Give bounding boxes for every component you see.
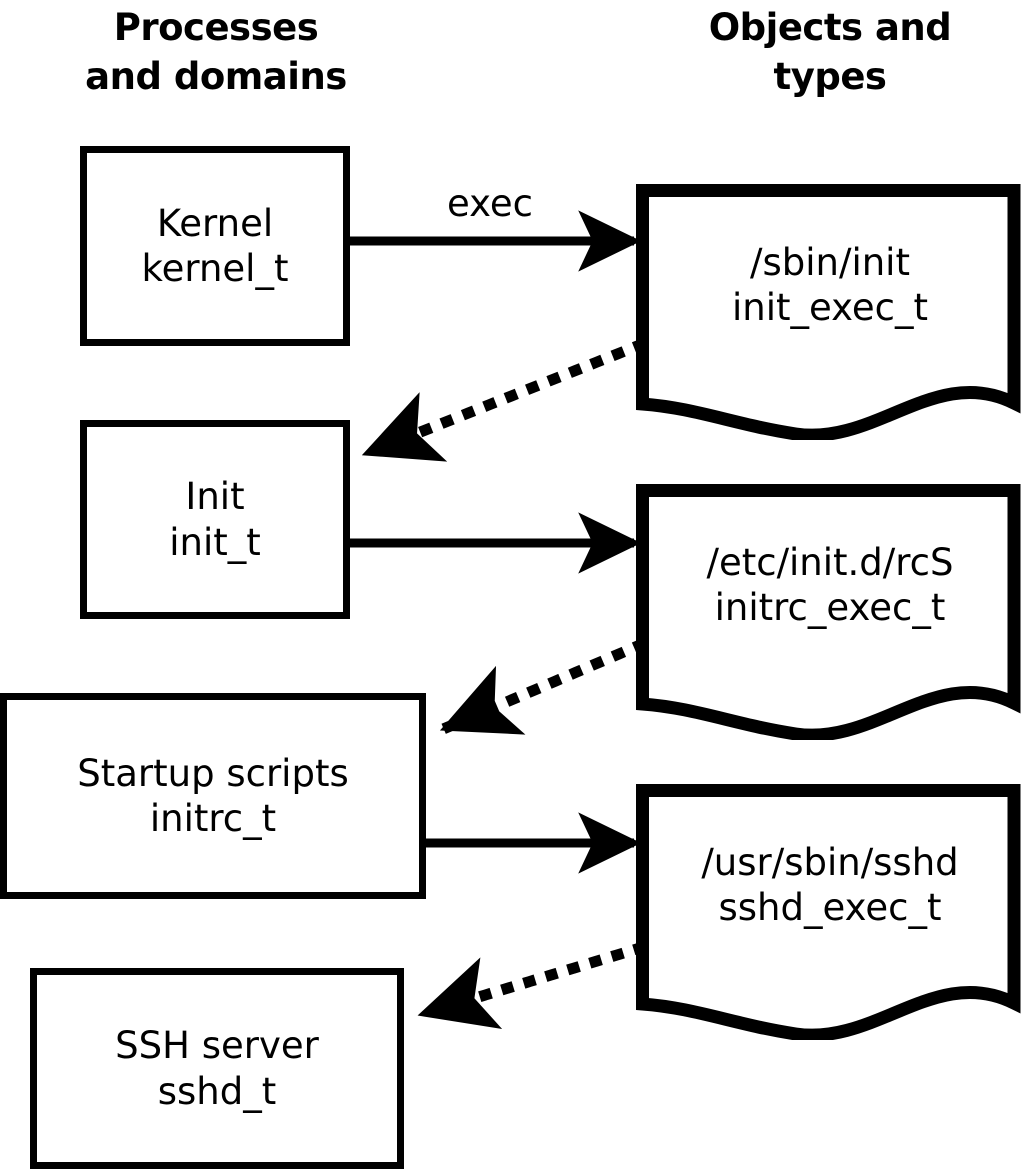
edge-label-exec: exec xyxy=(447,182,533,225)
process-box-startup-scripts-type: initrc_t xyxy=(149,797,277,840)
edge-initexec-to-init xyxy=(361,337,648,462)
process-box-ssh-server[interactable]: SSH server sshd_t xyxy=(30,968,404,1169)
document-shape-icon xyxy=(636,184,1021,440)
object-doc-initrc-exec[interactable]: /etc/init.d/rcS initrc_exec_t xyxy=(636,484,1024,740)
object-doc-init-exec[interactable]: /sbin/init init_exec_t xyxy=(636,184,1024,440)
column-header-objects: Objects and types xyxy=(708,6,952,98)
document-shape-icon xyxy=(636,784,1021,1040)
process-box-kernel-type: kernel_t xyxy=(141,247,289,290)
process-box-init-name: Init xyxy=(185,475,245,519)
edge-initrcexec-to-initrc xyxy=(439,637,648,735)
edge-sshdexec-to-sshd xyxy=(417,941,647,1029)
process-box-kernel[interactable]: Kernel kernel_t xyxy=(80,146,350,346)
process-box-startup-scripts-name: Startup scripts xyxy=(77,751,349,795)
document-shape-icon xyxy=(636,484,1021,740)
process-box-startup-scripts[interactable]: Startup scripts initrc_t xyxy=(0,693,426,899)
process-box-init[interactable]: Init init_t xyxy=(80,420,350,619)
process-box-ssh-server-type: sshd_t xyxy=(157,1069,277,1113)
process-box-ssh-server-name: SSH server xyxy=(115,1024,319,1068)
object-doc-sshd-exec[interactable]: /usr/sbin/sshd sshd_exec_t xyxy=(636,784,1024,1040)
column-header-processes: Processes and domains xyxy=(85,6,347,98)
process-box-init-type: init_t xyxy=(169,520,261,564)
process-box-kernel-name: Kernel xyxy=(156,201,274,245)
